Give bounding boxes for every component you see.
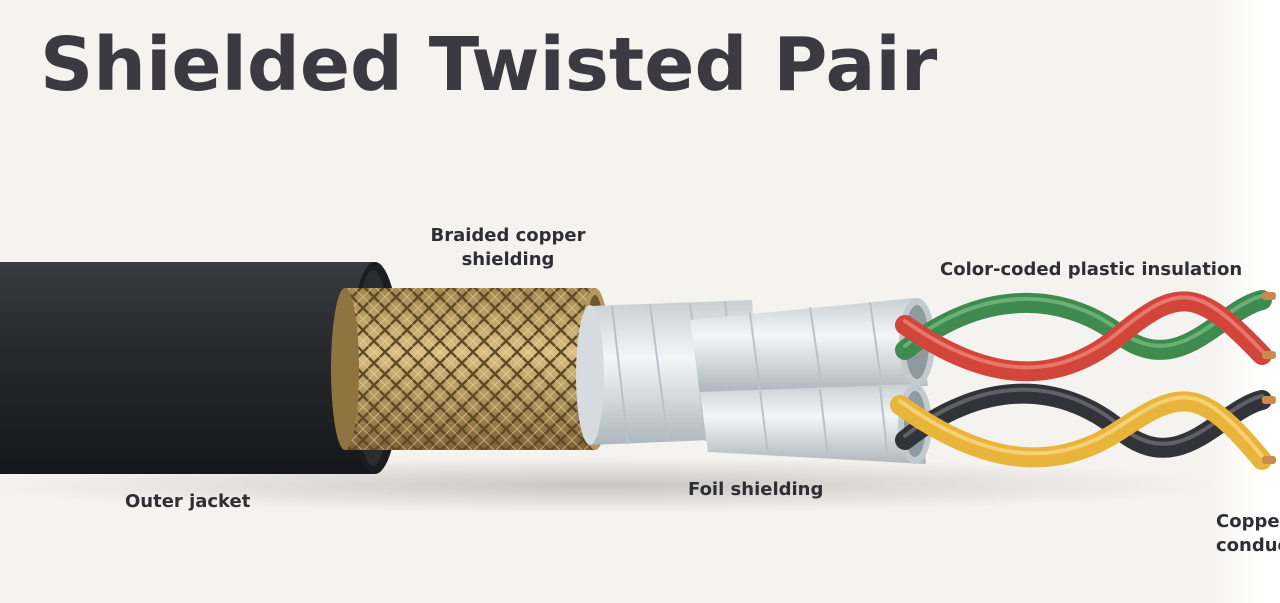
label-copper-conductor: Copper conductor [1216, 511, 1280, 556]
label-outer-jacket: Outer jacket [125, 491, 251, 512]
braided-copper-shield [331, 288, 611, 450]
label-color-coded-insulation: Color-coded plastic insulation [940, 259, 1243, 280]
copper-conductor-tips [1262, 292, 1276, 464]
diagram-title: Shielded Twisted Pair [40, 22, 938, 108]
label-braided-copper-shielding: Braided copper shielding [430, 225, 586, 270]
twisted-pair-upper [895, 290, 1272, 382]
twisted-pair-lower [890, 383, 1272, 470]
wire-yellow [890, 391, 1272, 470]
wire-red [895, 291, 1272, 382]
label-foil-shielding: Foil shielding [688, 479, 824, 500]
